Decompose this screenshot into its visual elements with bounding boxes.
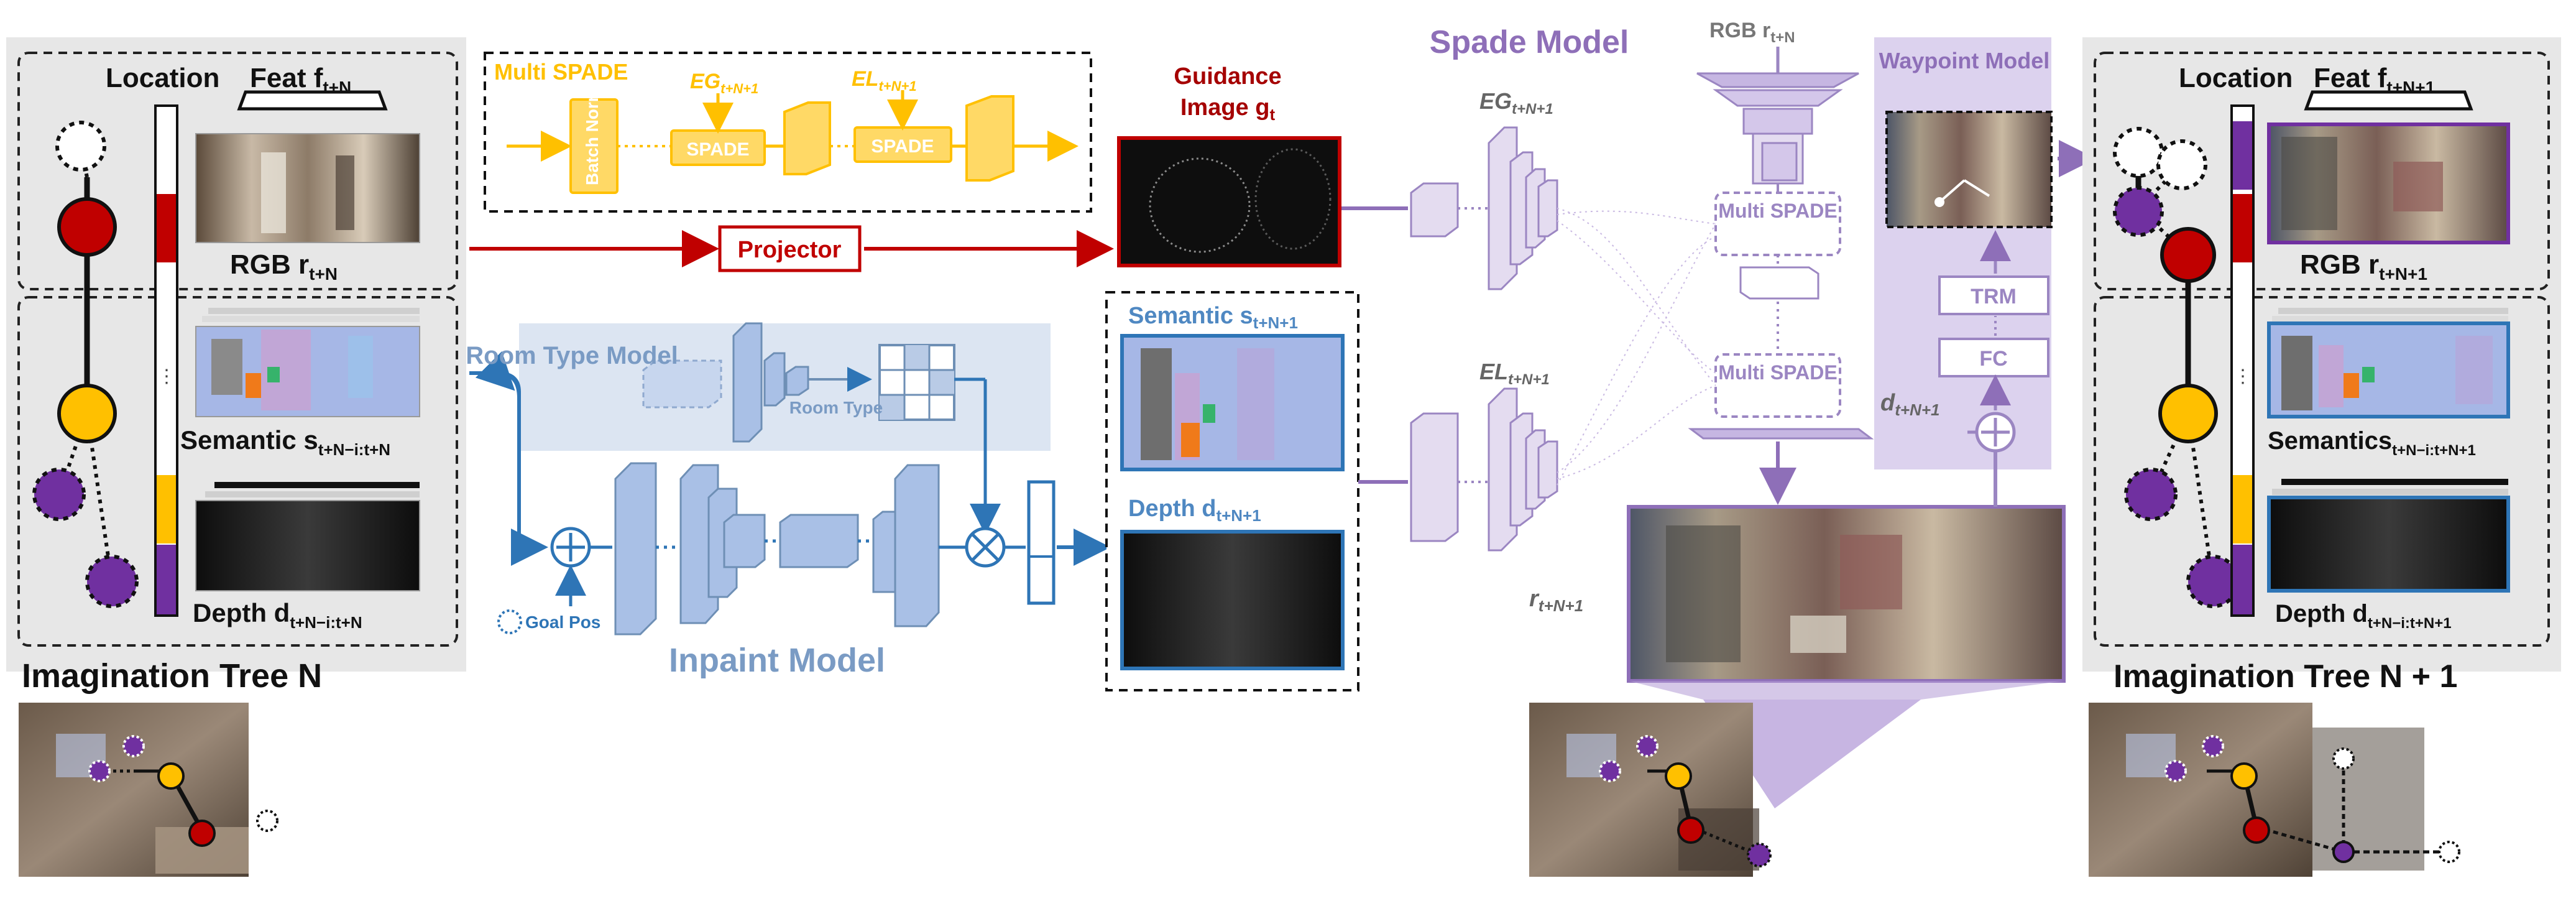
guidance-image	[1117, 136, 1341, 267]
multi-spade-block-label-2: Multi SPADE	[1718, 361, 1837, 384]
svg-text:⋮: ⋮	[2233, 366, 2252, 387]
left-depth-label: Depth dt+N−i:t+N	[193, 598, 362, 632]
fc-label: FC	[1979, 347, 2007, 371]
depth-image	[195, 500, 420, 591]
semantic-output-label: Semantic st+N+1	[1128, 303, 1298, 332]
left-tree-panel: ⋮	[6, 37, 466, 877]
spade-eg-label: EGt+N+1	[1479, 88, 1553, 118]
goal-pos-label: Goal Pos	[525, 612, 600, 632]
room-type-model-label: Room Type Model	[466, 342, 678, 369]
goal-pos-icon	[497, 609, 522, 634]
eg-label: EGt+N+1	[690, 70, 758, 96]
projector-box	[718, 225, 862, 272]
right-tree-title: Imagination Tree N + 1	[2114, 659, 2457, 695]
tree-node-purple	[85, 555, 139, 608]
feature-trapezoid	[237, 90, 388, 111]
spade-model	[1410, 47, 2066, 877]
tree-node-purple	[32, 468, 86, 521]
projector-path	[469, 225, 1114, 272]
el-label: ELt+N+1	[852, 67, 917, 94]
left-feat-label: Feat ft+N	[250, 63, 351, 97]
left-tree-title: Imagination Tree N	[22, 657, 322, 695]
left-location-label: Location	[106, 63, 219, 93]
depth-image-right	[2267, 496, 2510, 593]
right-feat-label: Feat ft+N+1	[2314, 63, 2435, 97]
rgb-panorama-image	[195, 133, 420, 243]
guidance-line1: Guidance	[1174, 63, 1281, 90]
right-depth-label: Depth dt+N−i:t+N+1	[2275, 600, 2452, 632]
spade-rgb-label: RGB rt+N	[1709, 19, 1795, 46]
multi-spade-legend	[484, 52, 1092, 213]
batch-norm-label: Batch Norm	[582, 86, 602, 185]
inpaint-model	[469, 322, 1111, 636]
room-type-label: Room Type	[789, 398, 883, 417]
spade-label-2: SPADE	[871, 136, 934, 157]
fc-block	[1938, 338, 2049, 377]
depth-output-image	[1120, 530, 1345, 670]
spade-label-1: SPADE	[686, 139, 749, 160]
inpaint-model-title: Inpaint Model	[669, 642, 885, 679]
svg-text:⋮: ⋮	[157, 366, 176, 387]
right-tree-panel: ⋮	[2082, 37, 2561, 877]
waypoint-model	[1874, 37, 2096, 507]
guidance-line2: Image gt	[1180, 95, 1276, 124]
projector-label: Projector	[738, 237, 842, 263]
mid-outputs-box	[1105, 291, 1359, 691]
right-location-label: Location	[2179, 63, 2293, 93]
left-semantic-label: Semantic st+N−i:t+N	[180, 425, 390, 459]
waypoint-panorama	[1885, 111, 2053, 228]
spade-el-label: ELt+N+1	[1479, 359, 1550, 388]
waypoint-title: Waypoint Model	[1879, 48, 2050, 73]
multi-spade-title: Multi SPADE	[494, 59, 628, 85]
tree-node-yellow	[57, 384, 117, 443]
multi-spade-block-label-1: Multi SPADE	[1718, 200, 1837, 222]
right-semantic-label: Semanticst+N−i:t+N+1	[2268, 427, 2476, 459]
spade-model-title: Spade Model	[1430, 24, 1629, 60]
depth-output-label: Depth dt+N+1	[1128, 496, 1261, 525]
tree-node-white	[55, 121, 106, 172]
output-vector	[1027, 480, 1056, 605]
room-type-grid	[878, 344, 955, 421]
trm-block	[1938, 275, 2049, 315]
tree-node-red	[57, 197, 117, 257]
d-label: dt+N+1	[1880, 390, 1939, 419]
right-rgb-label: RGB rt+N+1	[2300, 249, 2427, 284]
trm-label: TRM	[1971, 285, 2017, 308]
r-label: rt+N+1	[1529, 586, 1583, 615]
multi-spade-block-2	[1714, 353, 1841, 418]
floor-map-image-3	[2089, 703, 2312, 877]
left-rgb-label: RGB rt+N	[230, 249, 338, 284]
